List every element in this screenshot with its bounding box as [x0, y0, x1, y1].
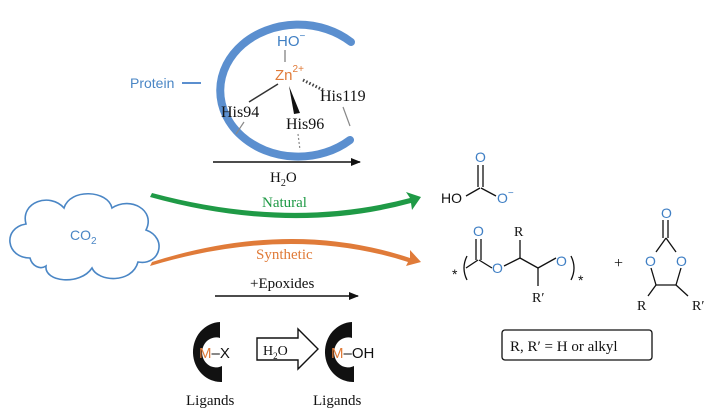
bicarbonate-charge: − — [508, 188, 514, 199]
poly-c-o1 — [478, 259, 493, 269]
bicarbonate-structure: HO O O− — [441, 149, 514, 206]
poly-c-o-left — [465, 259, 479, 269]
cyc-o-c-left — [650, 267, 657, 286]
hydroxide-text: HO — [277, 33, 300, 50]
legend-text: R, R′ = H or alkyl — [510, 339, 618, 355]
poly-o1-c — [503, 257, 521, 267]
cyc-o-right: O — [676, 253, 687, 269]
synthetic-arrow — [150, 238, 421, 266]
ligands-right-label: Ligands — [313, 393, 361, 409]
metal-left: M–X — [199, 345, 230, 362]
poly-c-o2 — [537, 257, 557, 269]
cyc-o-carbonyl: O — [661, 205, 672, 221]
ligand-right-shape — [324, 322, 354, 383]
cyc-r-prime: R′ — [692, 299, 704, 314]
bicarbonate-o-top: O — [475, 149, 486, 165]
co2-sub: 2 — [91, 236, 97, 247]
his96-label: His96 — [286, 116, 324, 133]
poly-star-right: * — [578, 272, 584, 288]
catalyst-reagent: H2O — [263, 344, 288, 361]
hydroxide-label: HO− — [277, 31, 306, 50]
zinc-charge: 2+ — [293, 64, 305, 75]
leaving-group: –X — [212, 345, 230, 362]
zinc-symbol: Zn — [275, 67, 293, 84]
plus-sign: + — [614, 255, 623, 272]
bicarbonate-o-right-text: O — [497, 190, 508, 206]
co2-label: CO2 — [70, 227, 97, 247]
enzyme-reagent-o: O — [286, 170, 297, 186]
ligands-left-label: Ligands — [186, 393, 234, 409]
bicarbonate-o-right: O− — [497, 188, 514, 206]
reagent-block-arrow — [256, 327, 319, 371]
cyc-c-rprime — [675, 284, 689, 297]
metal-left-symbol: M — [199, 345, 212, 362]
his94-label: His94 — [221, 104, 259, 121]
natural-arrow — [150, 192, 421, 219]
his94-tether — [235, 121, 245, 135]
catalyst-hydroxide: –OH — [344, 345, 375, 362]
cyc-o-left: O — [645, 253, 656, 269]
catalyst-reagent-sub: 2 — [273, 351, 278, 361]
poly-o-left: O — [492, 260, 503, 276]
co2-main: CO — [70, 227, 91, 243]
bicarbonate-ho: HO — [441, 190, 462, 206]
protein-pocket — [216, 20, 355, 161]
enzyme-reagent-h: H — [270, 170, 281, 186]
catalyst-reagent-h: H — [263, 344, 273, 359]
synthetic-label: Synthetic — [256, 247, 313, 263]
his119-tether — [342, 106, 351, 127]
zn-his119-hash — [302, 78, 324, 92]
enzyme-reagent-sub: 2 — [281, 178, 286, 189]
zinc-label: Zn2+ — [275, 64, 304, 84]
zn-his94-bond — [248, 83, 279, 103]
poly-bracket-right — [570, 255, 575, 281]
epoxides-label: +Epoxides — [250, 276, 314, 292]
catalyst-reagent-o: O — [278, 344, 288, 359]
poly-r: R — [514, 225, 524, 240]
his96-tether — [297, 133, 301, 151]
enzyme-reagent: H2O — [270, 170, 297, 189]
poly-star-left: * — [452, 266, 458, 282]
ligand-left-shape — [192, 322, 222, 383]
hydroxide-charge: − — [300, 31, 306, 42]
co2-cloud — [9, 193, 160, 281]
his119-label: His119 — [320, 88, 366, 105]
natural-label: Natural — [262, 195, 307, 211]
bicarb-bond-left — [465, 187, 481, 197]
poly-o-carbonyl: O — [473, 223, 484, 239]
zn-his96-wedge — [289, 86, 300, 114]
poly-c-c — [519, 257, 539, 269]
cyc-c-r — [647, 284, 657, 297]
cyc-r: R — [637, 299, 647, 314]
cyc-c-o-right — [665, 237, 677, 253]
cyclic-carbonate-structure: O O O R R′ — [637, 205, 704, 314]
protein-label: Protein — [130, 75, 174, 91]
poly-o-right: O — [556, 253, 567, 269]
protein-arc — [216, 20, 355, 161]
cyc-c-o-left — [655, 237, 667, 253]
metal-right: M–OH — [331, 345, 374, 362]
polycarbonate-structure: * O O R R′ O * — [452, 223, 584, 306]
poly-bracket-left — [463, 255, 468, 281]
cyc-o-c-right — [675, 267, 682, 286]
poly-r-prime: R′ — [532, 291, 544, 306]
bicarb-bond-right — [480, 187, 497, 197]
legend-box — [501, 329, 653, 361]
metal-right-symbol: M — [331, 345, 344, 362]
